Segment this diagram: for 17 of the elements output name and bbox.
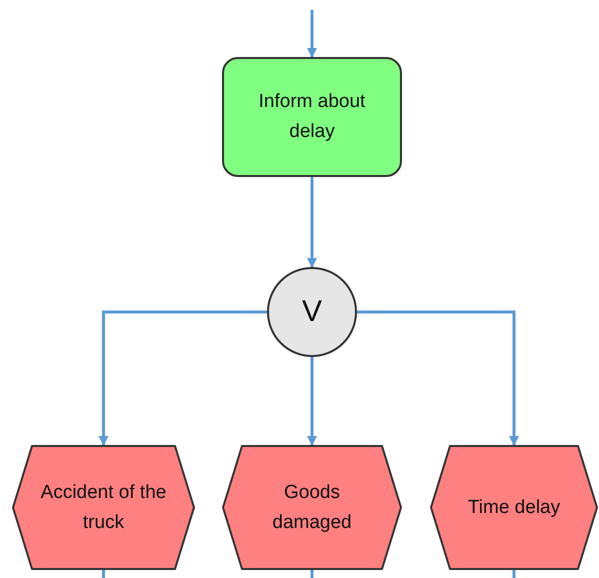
arrow — [307, 177, 317, 268]
node-label: Time delay — [468, 496, 560, 520]
connector-line — [310, 570, 314, 578]
connector-line — [512, 570, 516, 578]
node-label: Accident of the truck — [40, 480, 168, 534]
event-hexagon — [222, 445, 402, 570]
node-label: Goods damaged — [271, 480, 353, 534]
event-hexagon — [12, 445, 195, 570]
arrow — [307, 10, 317, 58]
connector-line — [102, 570, 105, 578]
node-label: V — [302, 297, 322, 327]
arrow — [357, 310, 519, 446]
arrow — [98, 310, 267, 446]
function-box — [222, 57, 402, 177]
event-hexagon — [430, 445, 598, 570]
arrow — [307, 357, 317, 446]
node-label: Inform about delay — [258, 90, 366, 144]
